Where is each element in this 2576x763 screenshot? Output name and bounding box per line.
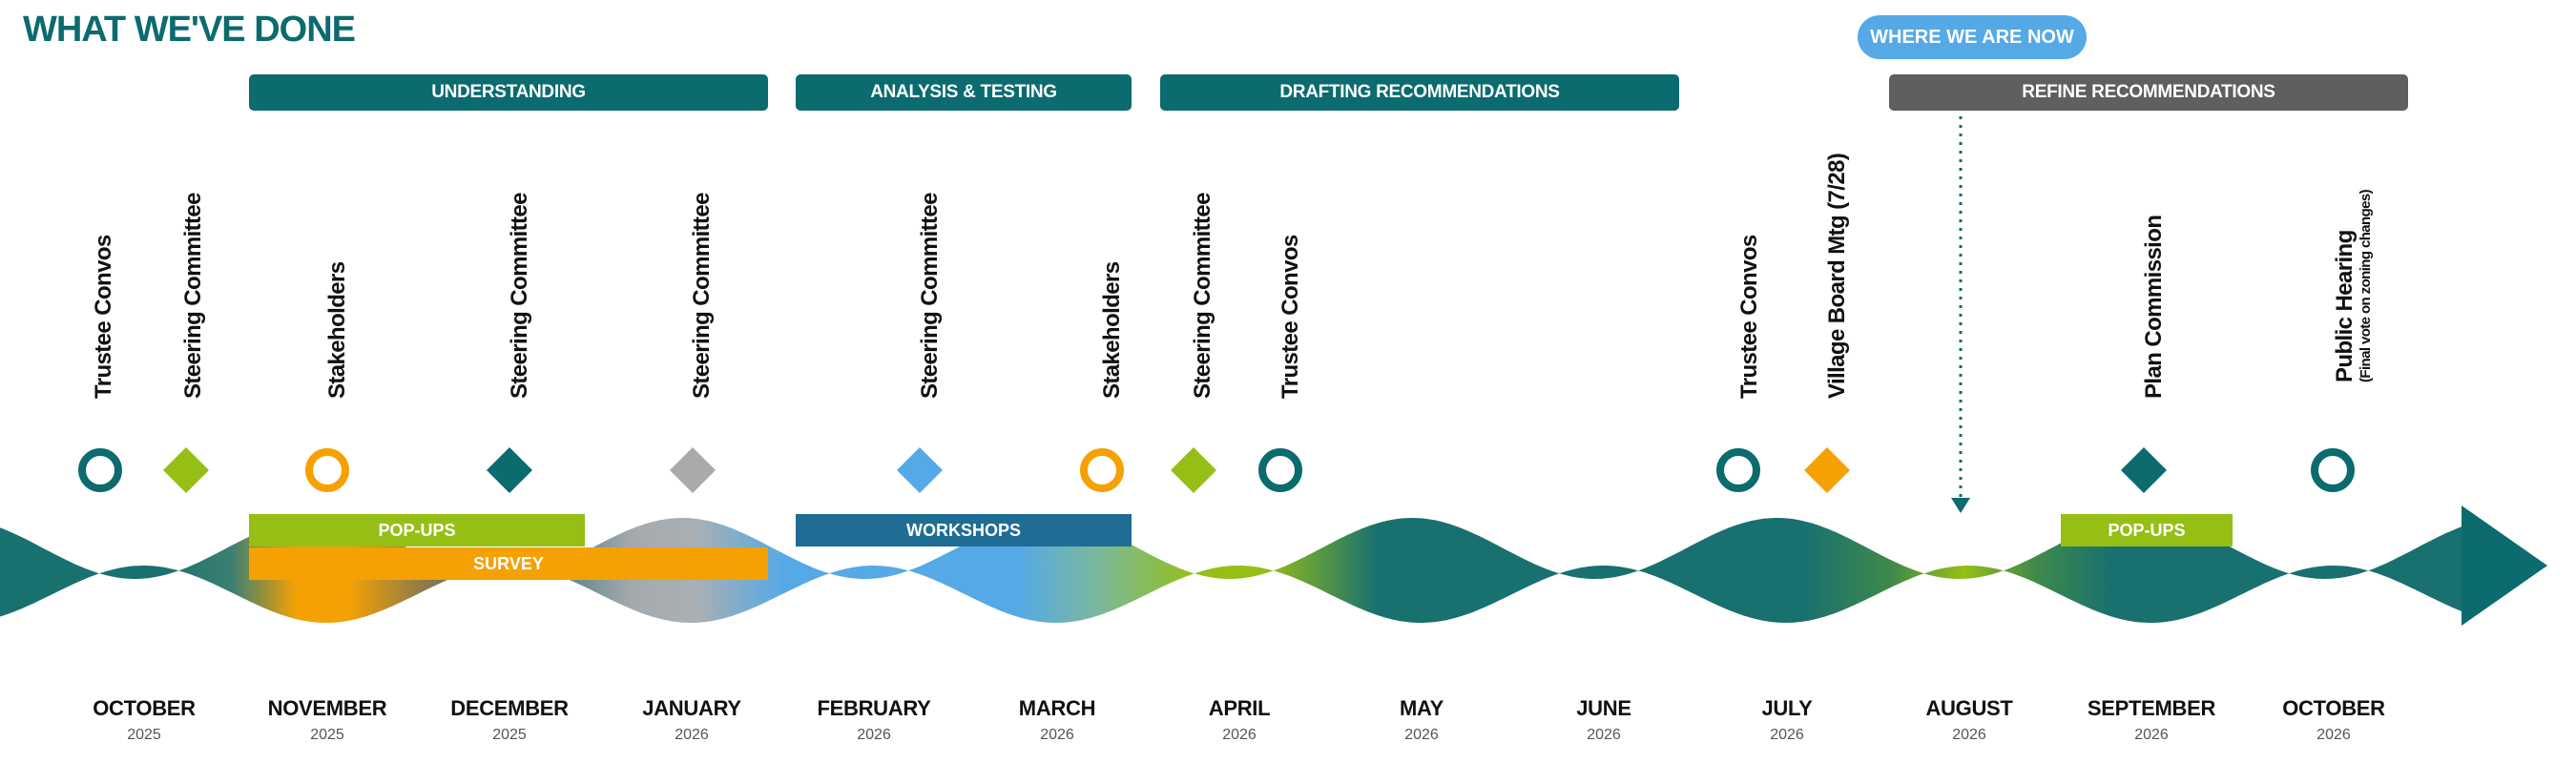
- event-label: Public Hearing(Final vote on zoning chan…: [2332, 189, 2374, 382]
- phase-label: REFINE RECOMMENDATIONS: [2022, 82, 2275, 102]
- bar-label: POP-UPS: [378, 520, 456, 540]
- event-label: Stakeholders: [324, 261, 350, 399]
- trustee-convos-circle-icon: [1714, 446, 1762, 494]
- event-label: Steering Committee: [1190, 193, 1215, 399]
- event-label: Trustee Convos: [91, 235, 116, 399]
- event-label: Stakeholders: [1099, 261, 1125, 399]
- timeline-arrow-head: [2462, 505, 2547, 626]
- phase-drafting-recommendations: DRAFTING RECOMMENDATIONS: [1160, 74, 1679, 111]
- steering-committee-diamond-icon: [668, 445, 717, 495]
- page-title: WHAT WE'VE DONE: [23, 10, 356, 50]
- phase-label: UNDERSTANDING: [431, 82, 586, 102]
- event-label: Steering Committee: [180, 193, 206, 399]
- steering-committee-diamond-icon: [895, 445, 945, 495]
- event-label: Village Board Mtg (7/28): [1824, 153, 1850, 399]
- event-label: Steering Committee: [507, 193, 532, 399]
- phase-analysis-testing: ANALYSIS & TESTING: [796, 74, 1132, 111]
- stakeholders-circle-icon: [303, 446, 351, 494]
- bar-label: WORKSHOPS: [905, 520, 1021, 540]
- bar-survey: SURVEY: [249, 547, 768, 580]
- event-label: Plan Commission: [2141, 215, 2167, 399]
- phase-refine-recommendations: REFINE RECOMMENDATIONS: [1889, 74, 2408, 111]
- where-we-are-now-badge: WHERE WE ARE NOW: [1858, 15, 2087, 59]
- plan-commission-diamond-icon: [2119, 445, 2169, 495]
- event-label: Steering Committee: [917, 193, 943, 399]
- trustee-convos-circle-icon: [1257, 446, 1304, 494]
- village-board-diamond-icon: [1802, 445, 1852, 495]
- bar-workshops: WORKSHOPS: [796, 514, 1132, 546]
- event-label: Trustee Convos: [1278, 235, 1303, 399]
- phase-understanding: UNDERSTANDING: [249, 74, 768, 111]
- phase-label: ANALYSIS & TESTING: [870, 82, 1057, 102]
- steering-committee-diamond-icon: [161, 445, 211, 495]
- bar-label: POP-UPS: [2108, 520, 2186, 540]
- bar-label: SURVEY: [473, 553, 544, 573]
- steering-committee-diamond-icon: [485, 445, 534, 495]
- bar-pop-ups-september: POP-UPS: [2061, 514, 2233, 546]
- wave-band: [0, 518, 2462, 623]
- event-label: Trustee Convos: [1736, 235, 1762, 399]
- steering-committee-diamond-icon: [1169, 445, 1218, 495]
- now-pointer-arrow-icon: [1951, 498, 1970, 513]
- trustee-convos-circle-icon: [76, 446, 124, 494]
- bar-pop-ups: POP-UPS: [249, 514, 585, 546]
- public-hearing-circle-icon: [2309, 446, 2357, 494]
- event-label: Steering Committee: [689, 193, 715, 399]
- phase-label: DRAFTING RECOMMENDATIONS: [1279, 82, 1560, 102]
- stakeholders-circle-icon: [1078, 446, 1126, 494]
